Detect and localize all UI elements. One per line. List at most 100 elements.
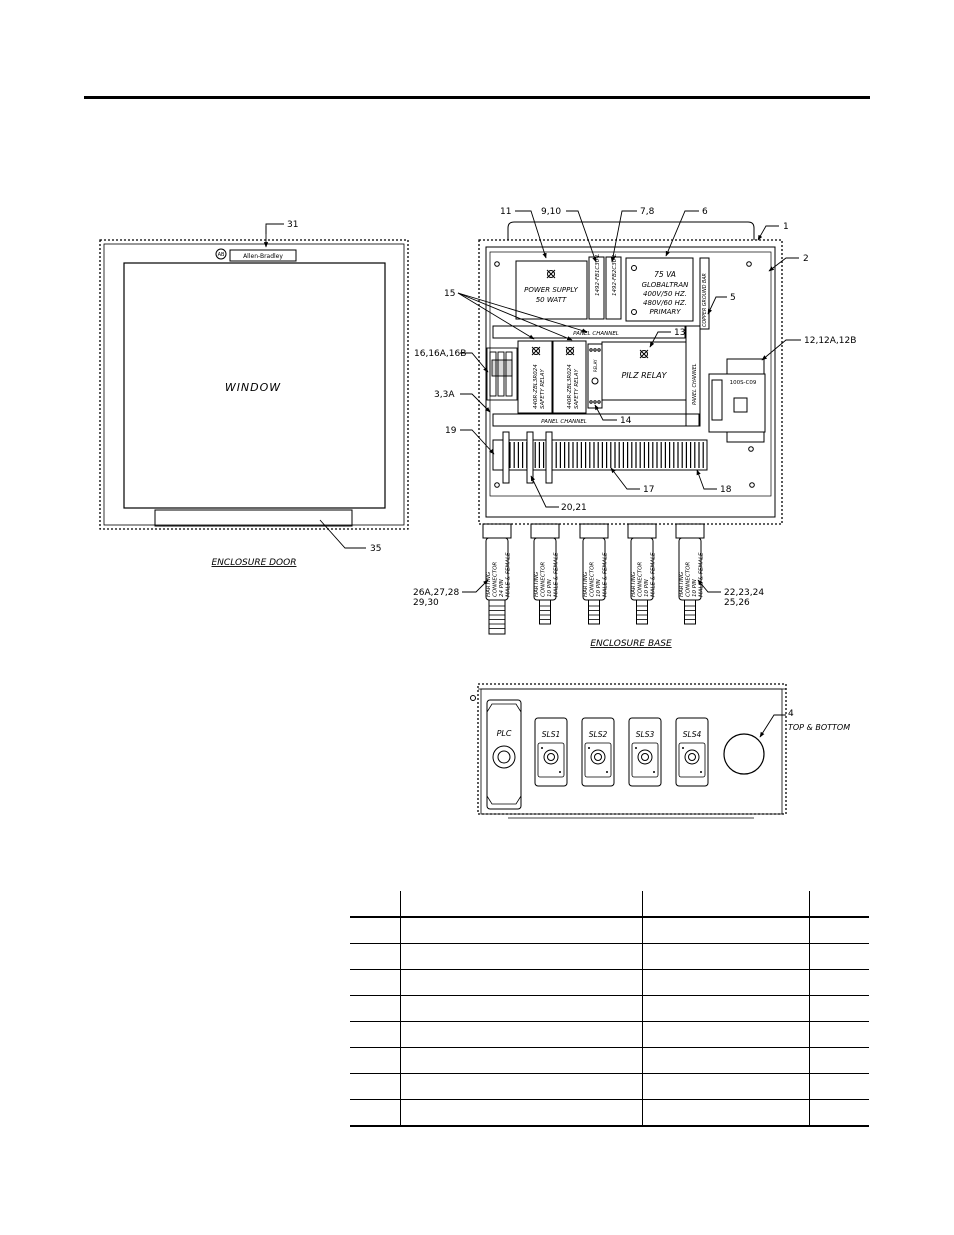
connector-label-line: MALE & FEMALE <box>699 552 705 597</box>
table-cell <box>400 1099 644 1127</box>
power-supply-label-2: 50 WATT <box>536 296 567 304</box>
safety-relay-1-part: 440R-ZBL3R024 <box>533 364 539 409</box>
parts-table <box>350 891 869 1127</box>
table-row <box>350 943 869 970</box>
port-label: SLS4 <box>683 730 702 739</box>
callout-18: 18 <box>720 485 732 495</box>
table-cell <box>400 969 644 996</box>
leader-22 <box>697 579 721 593</box>
connector-label-line: 24 PIN <box>499 579 505 597</box>
table-cell <box>642 1099 811 1127</box>
connector-label-line: 10 PIN <box>692 579 698 597</box>
receptacle-port-sls3: SLS3 <box>628 717 662 787</box>
leader-20-21 <box>530 475 559 508</box>
callout-base-left-b: 29,30 <box>413 598 439 608</box>
callout-31: 31 <box>287 220 298 230</box>
leader-17 <box>610 467 640 490</box>
callout-16: 16,16A,16B <box>414 349 466 359</box>
receptacle-port-sls4: SLS4 <box>675 717 709 787</box>
table-cell <box>350 1099 401 1127</box>
table-cell <box>350 995 401 1022</box>
connector-label-line: MALE & FEMALE <box>651 552 657 597</box>
table-cell <box>642 1047 811 1074</box>
connector-label-line: MALE & FEMALE <box>603 552 609 597</box>
leader-15a <box>457 292 535 340</box>
small-relay <box>587 343 603 409</box>
power-supply <box>515 260 588 320</box>
table-header-cell <box>400 891 644 918</box>
small-relay-label: RELAY <box>593 359 598 372</box>
table-cell <box>400 1047 644 1074</box>
table-cell <box>350 1021 401 1048</box>
leader-26a <box>462 579 489 593</box>
leader-4 <box>759 714 786 738</box>
callout-base-right-a: 22,23,24 <box>724 588 764 598</box>
enclosure-door <box>99 239 409 530</box>
contactor-label: 100S-C09 <box>730 380 757 386</box>
receptacle-port-sls1: SLS1 <box>534 717 568 787</box>
leader-14 <box>594 404 617 421</box>
table-header-cell <box>642 891 811 918</box>
table-header-cell <box>809 891 869 918</box>
leader-9-10 <box>566 210 597 263</box>
blank-knockout <box>723 733 765 775</box>
callout-9-10: 9,10 <box>541 207 561 217</box>
fuse-holder-a-label: 1492-FB1C30-L <box>595 254 601 296</box>
top-bottom-label: TOP & BOTTOM <box>788 723 850 732</box>
safety-relay-2-label: SAFETY RELAY <box>574 369 580 409</box>
table-cell <box>809 943 869 970</box>
panel-channel-right-label: PANEL CHANNEL <box>692 363 698 405</box>
table-cell <box>809 1021 869 1048</box>
door-caption: ENCLOSURE DOOR <box>212 558 297 568</box>
wire-duct <box>492 439 708 471</box>
pilz-relay <box>601 341 687 401</box>
callout-base-right-b: 25,26 <box>724 598 750 608</box>
table-cell <box>642 1073 811 1100</box>
leader-15b <box>457 292 573 341</box>
port-label: SLS2 <box>589 730 608 739</box>
copper-ground-bar <box>699 257 710 330</box>
door-window-label: WINDOW <box>225 381 281 394</box>
table-cell <box>642 969 811 996</box>
callout-1: 1 <box>783 222 789 232</box>
callout-20-21: 20,21 <box>561 503 587 513</box>
callout-base-left-a: 26A,27,28 <box>413 588 460 598</box>
callout-19: 19 <box>445 426 457 436</box>
table-row <box>350 1047 869 1074</box>
leader-2 <box>768 257 799 272</box>
table-cell <box>350 1047 401 1074</box>
table-row <box>350 995 869 1022</box>
transformer-line-3: 400V/50 HZ. <box>643 290 687 298</box>
table-cell <box>809 917 869 944</box>
table-cell <box>350 943 401 970</box>
connector-label-line: MALE & FEMALE <box>506 552 512 597</box>
table-cell <box>809 969 869 996</box>
table-cell <box>400 943 644 970</box>
connector-label-line: MALE & FEMALE <box>554 552 560 597</box>
connector-label-line: CONNECTOR <box>686 562 692 597</box>
callout-15: 15 <box>444 289 455 299</box>
header-rule <box>84 96 870 99</box>
ground-bar-label: COPPER GROUND BAR <box>702 273 708 327</box>
table-cell <box>809 1047 869 1074</box>
safety-relay-1-label: SAFETY RELAY <box>540 369 546 409</box>
door-logo: AB <box>218 252 225 258</box>
din-brackets <box>502 431 553 484</box>
leader-31 <box>265 223 284 234</box>
table-cell <box>400 917 644 944</box>
callout-7-8: 7,8 <box>640 207 655 217</box>
door-brand-label: Allen-Bradley <box>243 253 283 260</box>
port-label: PLC <box>497 729 512 738</box>
leader-13 <box>649 331 671 348</box>
leader-16 <box>460 352 489 373</box>
leader-1 <box>757 225 779 241</box>
receptacle-port-sls2: SLS2 <box>581 717 615 787</box>
top-bottom-view <box>470 683 787 819</box>
connector-label-line: HARTING <box>486 572 492 597</box>
leader-18 <box>696 469 717 490</box>
receptacle-ports: PLC SLS1 SLS2 SLS3 SLS4 <box>486 699 709 810</box>
table-row <box>350 969 869 996</box>
